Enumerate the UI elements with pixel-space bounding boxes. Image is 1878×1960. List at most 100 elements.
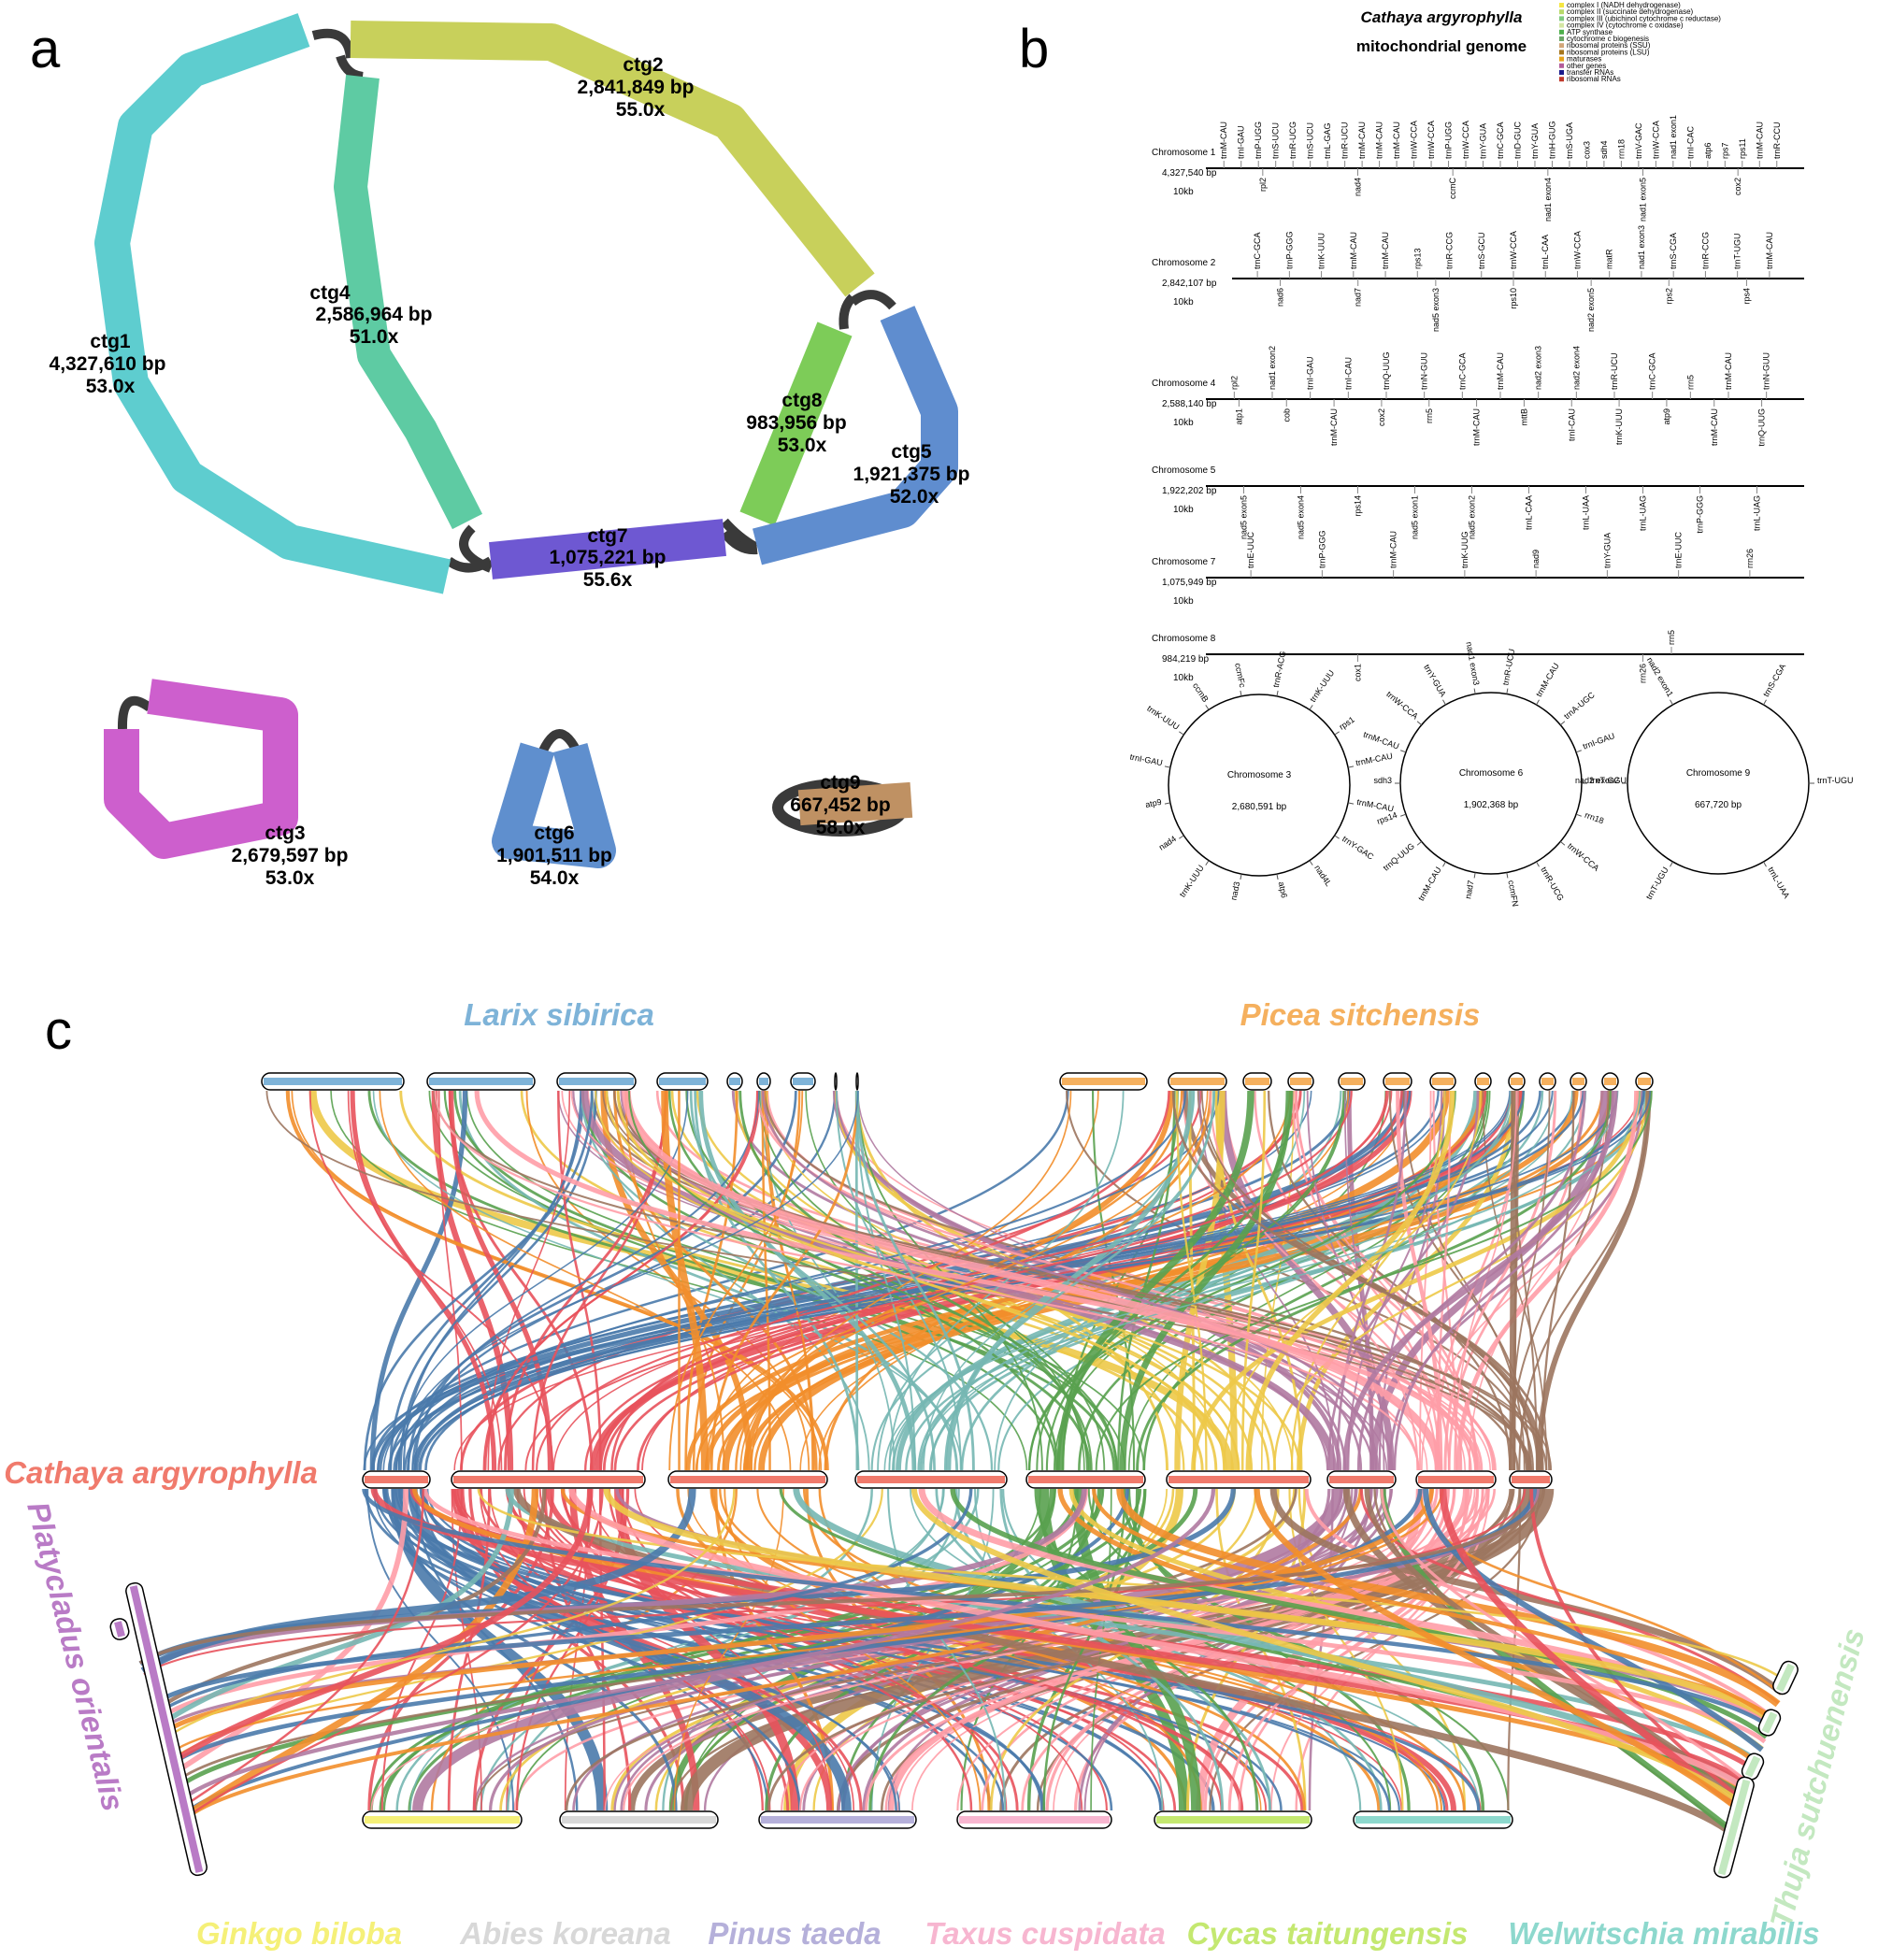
synteny-ribbon [1536, 1090, 1652, 1471]
contig-ctg4 [334, 75, 483, 530]
synteny-ribbon [1402, 1090, 1526, 1471]
synteny-ribbon [710, 1090, 859, 1471]
gene-label: trnW-CCA [1651, 121, 1660, 159]
legend-swatch [1559, 43, 1564, 49]
gene-label: trnI-GAU [1129, 752, 1164, 768]
chr-bar-larix-fill [793, 1078, 813, 1085]
chr-bar-larix-fill [759, 1078, 768, 1085]
edge-ctg2-ctg4 [336, 54, 364, 81]
gene-label: trnS-UCU [1306, 122, 1315, 159]
gene-label: rrn26 [1745, 549, 1755, 568]
label-ctg2-depth: 55.0x [616, 99, 666, 121]
gene-label: trnY-GAC [1340, 834, 1376, 862]
gene-label: mttB [1519, 408, 1528, 426]
gene-label: trnM-CAU [1356, 797, 1395, 814]
edge-ctg3-loop [117, 695, 152, 730]
gene-tick [1276, 874, 1279, 880]
synteny-ribbon [156, 1488, 973, 1715]
species-abies: Abies koreana [459, 1916, 671, 1951]
species-taxus: Taxus cuspidata [925, 1916, 1165, 1951]
synteny-ribbon [888, 1090, 1125, 1471]
circular-name: Chromosome 3 [1227, 770, 1292, 780]
synteny-ribbon [1175, 1090, 1208, 1471]
chr-bar-platycladus [125, 1581, 208, 1877]
legend-label: cytochrome c biogenesis [1567, 35, 1649, 43]
label-ctg7-name: ctg7 [587, 525, 627, 547]
gene-label: trnM-CAU [1710, 408, 1719, 446]
gene-tick [1442, 861, 1446, 867]
synteny-ribbon [402, 1090, 582, 1471]
gene-label: trnM-CAU [1357, 122, 1367, 159]
synteny-ribbon [1056, 1090, 1254, 1471]
synteny-ribbon [423, 1488, 1113, 1811]
gene-label: rps10 [1509, 288, 1518, 309]
chr-bar-cathaya-fill [365, 1476, 428, 1483]
chr-bar-larix [834, 1072, 838, 1091]
chr-bar-picea-fill [1340, 1078, 1363, 1085]
synteny-ribbon [622, 1090, 1443, 1471]
chr-bar-picea-fill [1062, 1078, 1145, 1085]
label-ctg9-length: 667,452 bp [790, 794, 890, 816]
synteny-ribbon [739, 1090, 1209, 1471]
synteny-ribbon [362, 1488, 1771, 1729]
gene-label: trnR-UCG [1288, 122, 1297, 159]
synteny-ribbon [477, 1488, 1787, 1683]
gene-label: trnK-UUU [1308, 668, 1336, 704]
chr-bar-cathaya-fill [1168, 1476, 1309, 1483]
chr-bar-larix-fill [729, 1078, 740, 1085]
synteny-ribbon [1036, 1488, 1259, 1811]
synteny-ribbon [536, 1090, 1353, 1471]
synteny-ribbon [764, 1090, 815, 1471]
gene-label: nad1 exon3 [1464, 641, 1481, 686]
chr-bar-picea-fill [1572, 1078, 1584, 1085]
gene-label: rrn5 [1425, 408, 1434, 423]
gene-tick [1536, 861, 1540, 867]
synteny-ribbon [380, 1488, 463, 1811]
gene-label: trnR-CCG [1445, 232, 1455, 269]
legend-label: ribosomal proteins (SSU) [1567, 41, 1651, 50]
gene-tick [1164, 802, 1170, 805]
gene-tick [1416, 721, 1423, 726]
gene-label: trnI-CAU [1343, 357, 1353, 390]
legend-swatch [1559, 77, 1564, 82]
gene-label: trnK-UUG [1460, 531, 1469, 568]
gene-label: trnL-UAA [1582, 495, 1591, 530]
circular-name: Chromosome 6 [1459, 768, 1524, 779]
gene-label: trnK-UUU [1178, 864, 1206, 899]
gene-label: trnL-UAG [1639, 495, 1648, 531]
gene-label: nad2 exon3 [1534, 346, 1543, 390]
synteny-ribbons [138, 1090, 1787, 1837]
gene-label: ccmFN [1506, 880, 1520, 908]
synteny-ribbon [610, 1090, 1170, 1471]
edge-ctg1-ctg2 [311, 28, 355, 59]
gene-label: trnC-GCA [1457, 352, 1467, 390]
synteny-ribbon [382, 1488, 1005, 1811]
chr-bar-cathaya-fill [1418, 1476, 1494, 1483]
gene-label: trnV-GAC [1634, 122, 1643, 159]
chr-bar-cathaya-fill [453, 1476, 643, 1483]
gene-tick [1240, 690, 1242, 696]
edge-ctg2-ctg5 [849, 290, 896, 310]
legend-swatch [1559, 9, 1564, 15]
gene-label: nad4L [1312, 864, 1333, 888]
label-ctg7-depth: 55.6x [583, 569, 633, 591]
synteny-ribbon [1437, 1090, 1452, 1471]
chr-bar-larix [855, 1072, 859, 1091]
synteny-ribbon [437, 1090, 463, 1471]
gene-label: trnT-UGU [1817, 776, 1854, 785]
chr-bar-cathaya-fill [1329, 1476, 1394, 1483]
gene-label: nad5 exon2 [1468, 495, 1477, 539]
edge-ctg7-ctg5 [721, 529, 758, 555]
synteny-ribbon [172, 1488, 594, 1764]
gene-label: nad1 exon2 [1268, 346, 1277, 390]
gene-label: nad9 [1531, 550, 1541, 568]
contig-ctg5 [753, 306, 958, 565]
gene-label: nad1 exon3 [1637, 225, 1646, 269]
legend-label: complex IV (cytochrome c oxidase) [1567, 21, 1684, 30]
gene-label: trnM-CAU [1362, 730, 1400, 751]
gene-label: trnR-UCG [1539, 866, 1566, 903]
gene-label: trnM-CAU [1416, 866, 1443, 903]
gene-label: trnM-CAU [1219, 122, 1228, 159]
chr-bar-picea-fill [1432, 1078, 1454, 1085]
gene-label: rrn26 [1639, 664, 1648, 683]
